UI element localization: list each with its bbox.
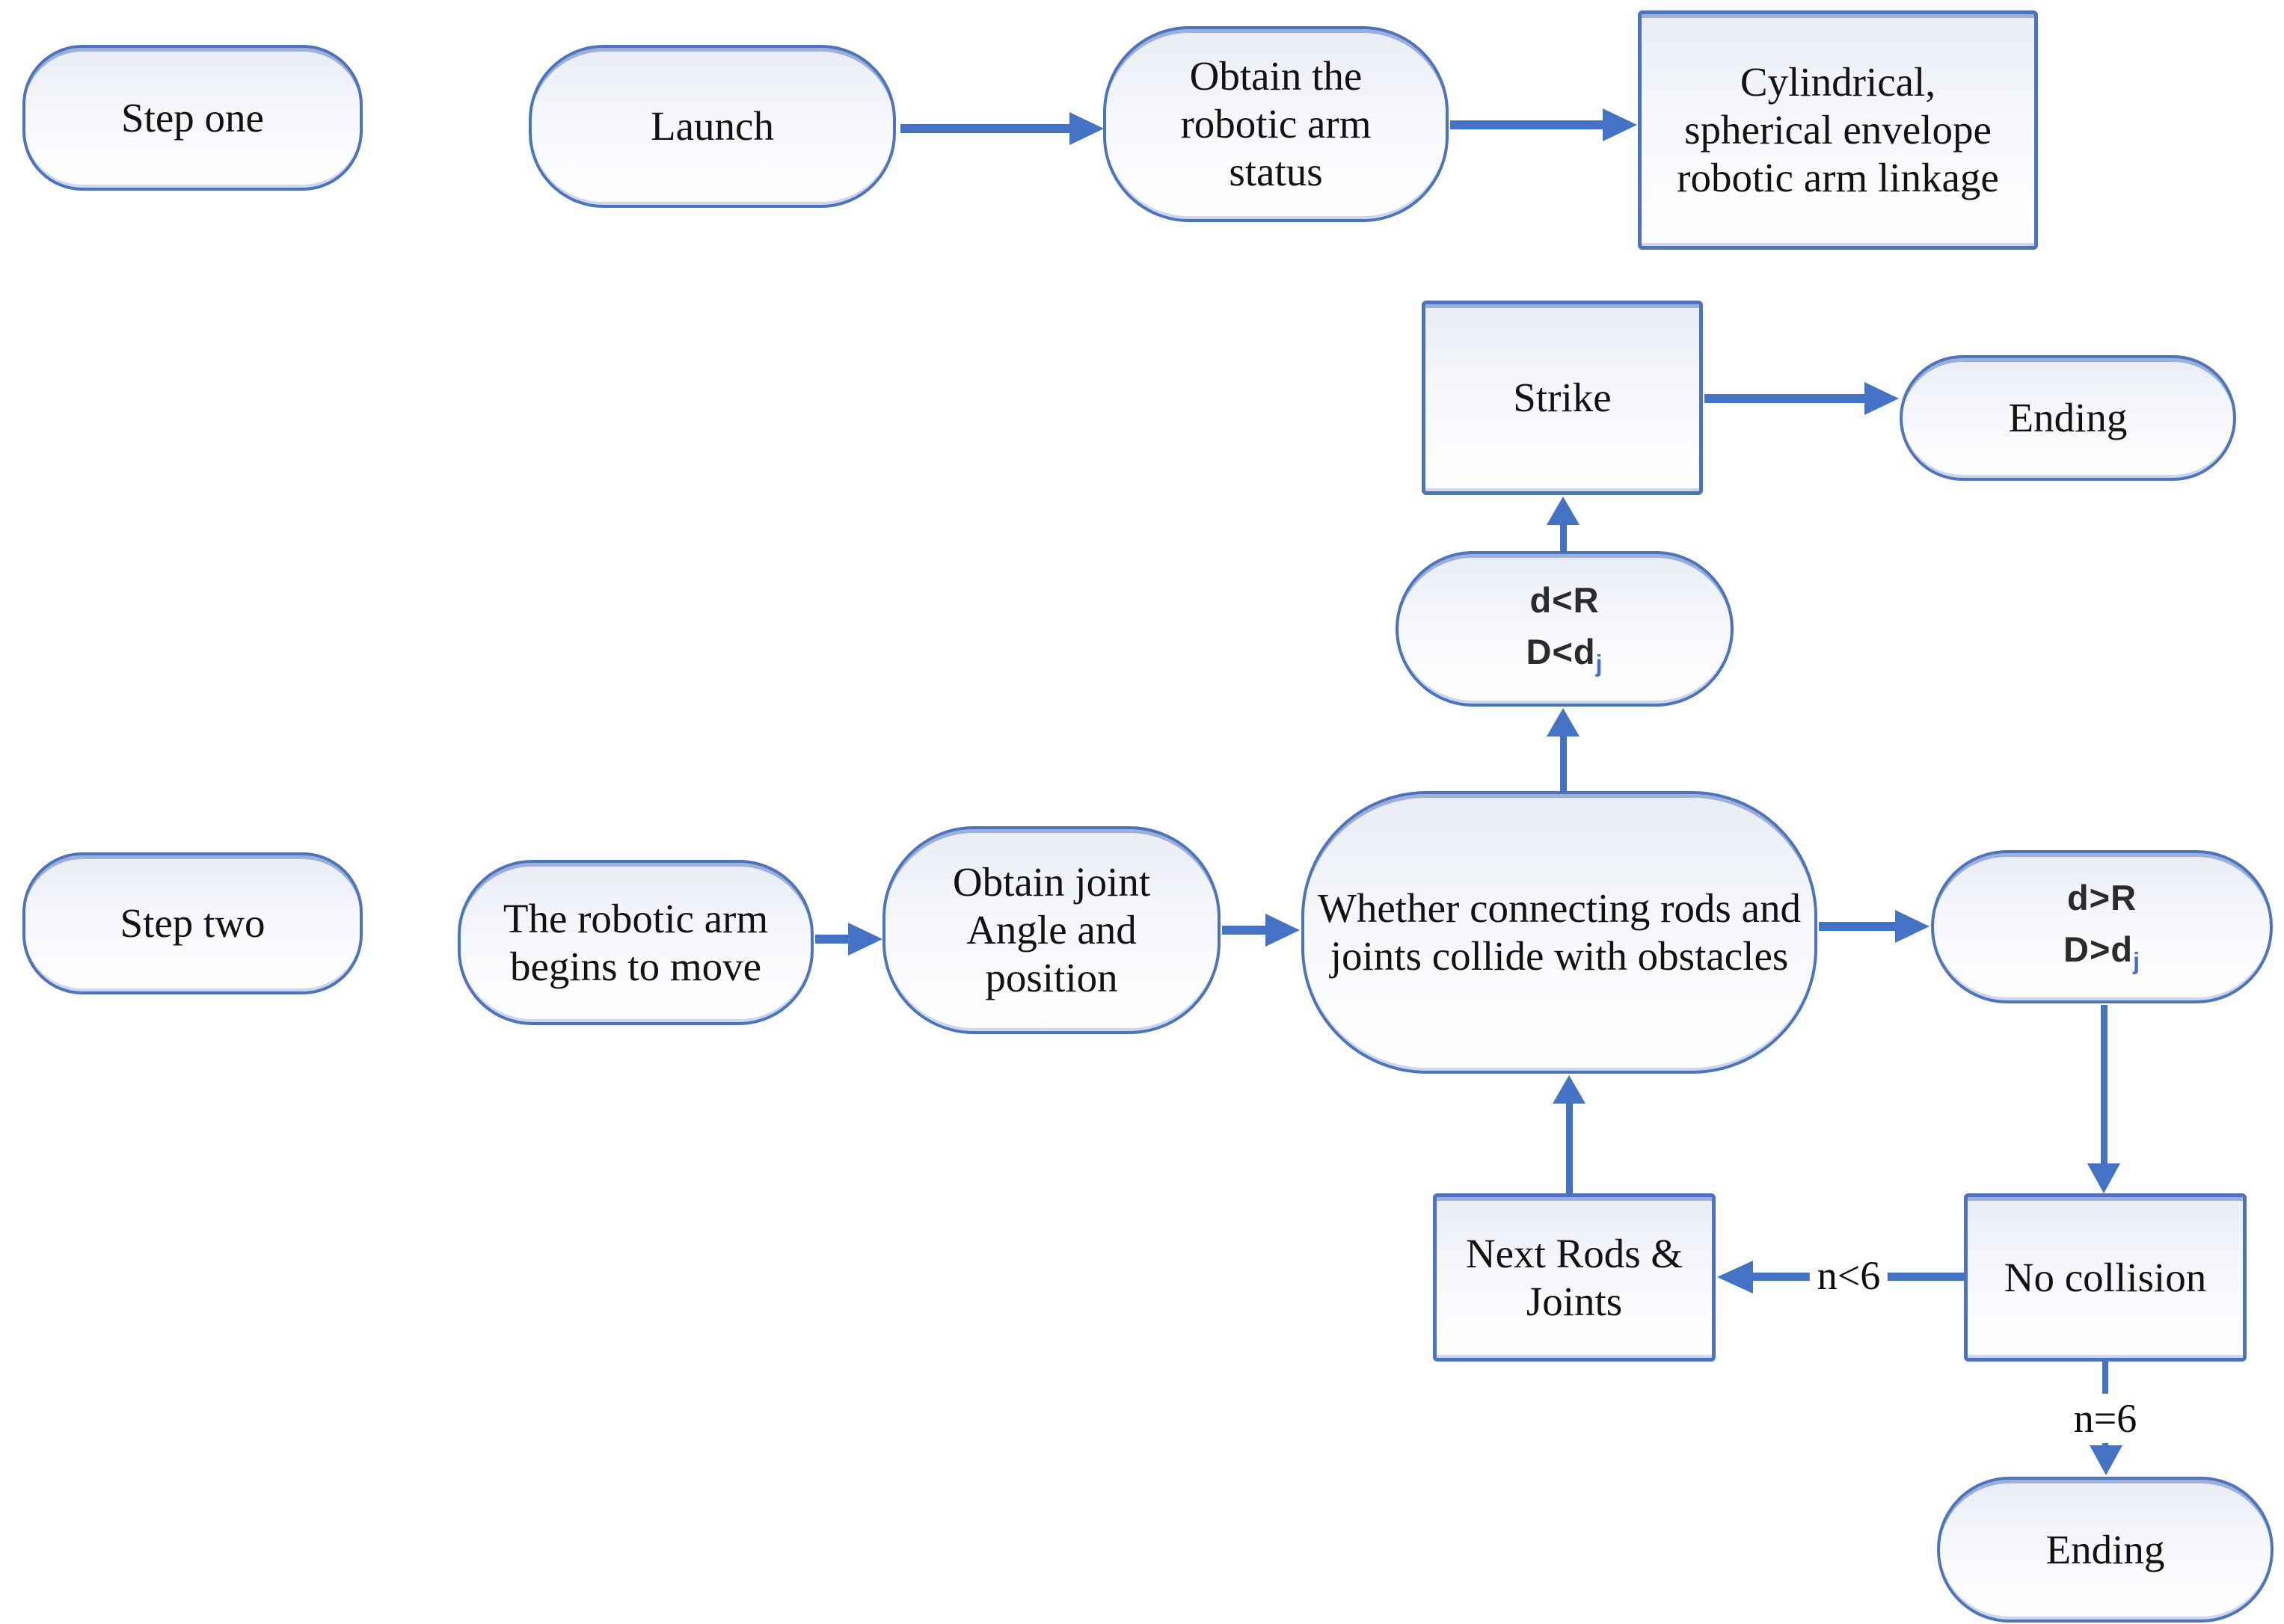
arrow-nocollision-to-nextrods-head-icon <box>1717 1261 1753 1294</box>
edge-label-n-less-6: n<6 <box>1809 1251 1888 1300</box>
node-robotic-arm-begins-move: The robotic arm begins to move <box>458 860 814 1025</box>
node-ending-top-label: Ending <box>2008 395 2128 441</box>
node-next-rods-joints: Next Rods & Joints <box>1433 1193 1716 1362</box>
node-no-collision-label: No collision <box>2004 1254 2207 1300</box>
arrow-joint-to-whether-head-icon <box>1265 914 1300 947</box>
condition-text: d>R <box>2066 878 2137 918</box>
node-condition-d-less-R: d<R D<dj <box>1396 551 1734 707</box>
node-strike: Strike <box>1422 301 1703 495</box>
node-step-two: Step two <box>22 852 363 994</box>
arrow-strike-to-ending-line <box>1704 394 1866 403</box>
node-strike-label: Strike <box>1513 375 1612 421</box>
arrow-nextrods-to-whether-head-icon <box>1553 1075 1585 1104</box>
arrow-whether-to-condition-head-icon <box>1547 708 1580 736</box>
arrow-launch-to-obtain-line <box>900 124 1072 133</box>
node-obtain-joint-angle-position-label: Obtain joint Angle and position <box>952 859 1151 1000</box>
node-no-collision: No collision <box>1964 1193 2247 1362</box>
arrow-obtain-to-linkage-head-icon <box>1603 108 1637 141</box>
arrow-whether-to-condition-line <box>1560 733 1567 793</box>
node-robotic-arm-begins-move-label: The robotic arm begins to move <box>503 895 769 989</box>
arrow-condition-to-strike-head-icon <box>1547 496 1580 525</box>
node-ending-top: Ending <box>1900 355 2236 481</box>
condition-line-2: D<dj <box>1526 634 1603 675</box>
node-ending-bottom-label: Ending <box>2045 1526 2165 1572</box>
node-ending-bottom: Ending <box>1937 1477 2274 1623</box>
condition-text: D<d <box>1526 631 1596 671</box>
node-whether-collide: Whether connecting rods and joints colli… <box>1301 791 1817 1074</box>
condition-subscript: j <box>1595 650 1603 677</box>
arrow-condition-to-strike-line <box>1560 522 1567 553</box>
condition-line-1: d>R <box>2067 880 2137 915</box>
edge-label-n-equals-6: n=6 <box>2066 1394 2145 1443</box>
arrow-launch-to-obtain-head-icon <box>1069 112 1104 145</box>
node-launch: Launch <box>529 45 896 208</box>
arrow-pass-to-nocollision-line <box>2101 1005 2108 1166</box>
condition-text: D>d <box>2063 929 2134 970</box>
arrow-obtain-to-linkage-line <box>1450 120 1604 129</box>
node-envelope-linkage-label: Cylindrical, spherical envelope robotic … <box>1677 59 1999 200</box>
node-obtain-robotic-arm-status-label: Obtain the robotic arm status <box>1180 53 1372 194</box>
node-condition-d-greater-R: d>R D>dj <box>1931 850 2273 1003</box>
condition-line-1: d<R <box>1529 582 1599 618</box>
node-launch-label: Launch <box>651 103 774 150</box>
node-obtain-robotic-arm-status: Obtain the robotic arm status <box>1103 26 1449 222</box>
node-step-two-label: Step two <box>120 900 265 947</box>
arrow-pass-to-nocollision-head-icon <box>2087 1163 2120 1193</box>
condition-text: d<R <box>1529 579 1600 620</box>
node-obtain-joint-angle-position: Obtain joint Angle and position <box>882 826 1221 1034</box>
node-whether-collide-label: Whether connecting rods and joints colli… <box>1317 885 1801 979</box>
arrow-joint-to-whether-line <box>1222 926 1268 935</box>
node-envelope-linkage: Cylindrical, spherical envelope robotic … <box>1638 10 2038 250</box>
arrow-whether-to-pass-head-icon <box>1895 910 1930 943</box>
arrow-nextrods-to-whether-line <box>1566 1099 1573 1193</box>
condition-line-2: D>dj <box>2063 932 2140 973</box>
node-step-one-label: Step one <box>121 94 264 141</box>
node-next-rods-joints-label: Next Rods & Joints <box>1465 1230 1683 1324</box>
arrow-nocollision-to-ending-head-icon <box>2090 1445 2122 1475</box>
condition-subscript: j <box>2133 947 2140 975</box>
node-step-one: Step one <box>22 45 363 191</box>
arrow-whether-to-pass-line <box>1819 922 1897 931</box>
arrow-strike-to-ending-head-icon <box>1864 382 1899 415</box>
arrow-move-to-joint-line <box>815 935 851 944</box>
arrow-move-to-joint-head-icon <box>848 923 882 956</box>
